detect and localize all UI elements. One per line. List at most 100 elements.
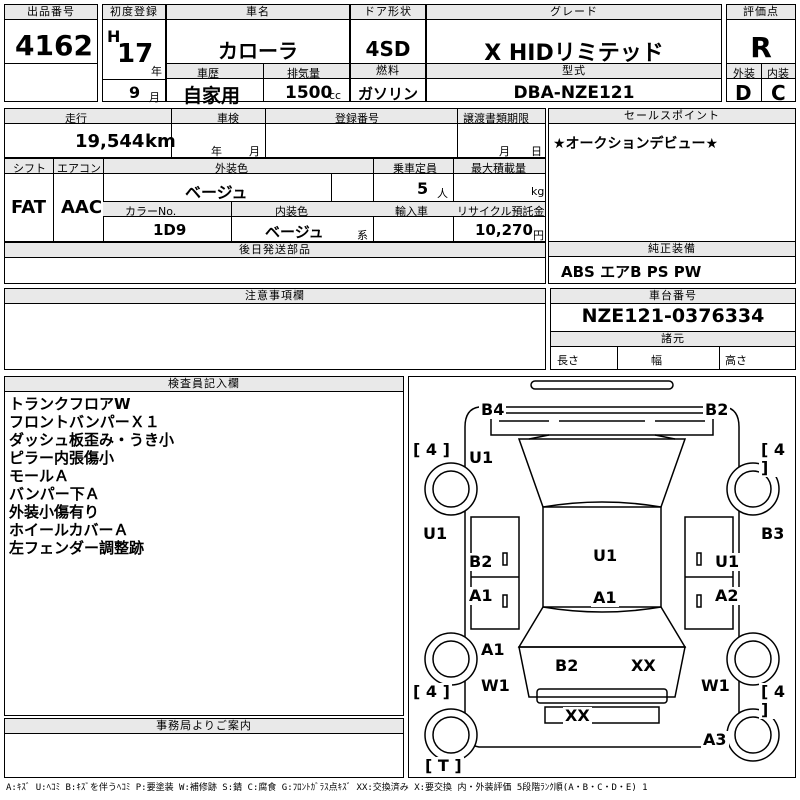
model-code: DBA-NZE121 [513,83,635,103]
parts-cell: 後日発送部品 [4,242,546,284]
damage-xx-bumper: XX [563,706,592,725]
remark-line: モールＡ [9,467,70,485]
int-color-label: 内装色 [275,205,308,218]
spare-tire-bracket: [ T ] [423,756,464,775]
front-bumper [536,688,668,704]
load-label: 最大積載量 [471,162,526,175]
remark-line: フロントバンパーＸ１ [9,413,160,431]
damage-u1-right: U1 [713,552,742,571]
damage-a1-roof: A1 [591,588,619,607]
left-doors [470,516,520,630]
mileage-label: 走行 [65,112,87,125]
fuel: ガソリン [357,85,418,103]
import-label: 輸入車 [395,205,428,218]
score-label: 評価点 [727,5,795,20]
capacity: 5 [417,179,429,198]
sales-point-label: セールスポイント [549,109,795,124]
ext-color: ベージュ [185,183,248,202]
remark-line: ホイールカバーＡ [9,521,129,539]
damage-a3: A3 [701,730,729,749]
row3-subheader [103,202,545,217]
first-registration-cell: 初度登録 H 17 年 9 月 [102,4,166,104]
width-label: 幅 [651,354,662,367]
row2-left: 走行 車検 登録番号 譲渡書類期限 19,544 km 年 月 月 日 [4,108,546,158]
capacity-label: 乗車定員 [393,162,437,175]
year-unit: 年 [151,65,162,78]
int-color-unit: 系 [357,229,368,242]
hood-panel [518,646,686,698]
car-outline-diagram [424,380,780,762]
mileage-unit: km [145,131,176,152]
remark-line: 外装小傷有り [9,503,100,521]
recycle-fee: 10,270 [475,221,533,239]
damage-a2: A2 [713,586,741,605]
car-name-label: 車名 [167,5,349,20]
sales-point: ★オークションデビュー★ [553,136,719,152]
door-handle [502,552,508,566]
damage-xx-trunk: XX [629,656,658,675]
load-unit: kg [531,185,545,198]
grade-label: グレード [427,5,721,20]
tire-rl-bracket: [ 4 ] [411,682,452,701]
reg-month: 9 [129,83,141,102]
remark-line: ダッシュ板歪み・うき小 [9,431,175,449]
inspector-cell: 検査員記入欄 トランクフロアW フロントバンパーＸ１ ダッシュ板歪み・うき小 ピ… [4,376,404,716]
model-label: 型式 [427,64,721,79]
transfer-label: 譲渡書類期限 [463,112,529,125]
displacement: 1500 [285,83,333,103]
score-cell: 評価点 R 外装 内装 D C [726,4,796,105]
capacity-unit: 人 [437,187,448,200]
car-name-cell: 車名 カローラ 車歴 排気量 自家用 1500 cc [166,4,350,107]
damage-b2-left: B2 [467,552,495,571]
color-no-label: カラーNo. [125,205,177,218]
lot-number-cell: 出品番号 4162 [4,4,98,102]
rear-window [517,438,687,508]
history-displacement-header [167,64,349,79]
parts-label: 後日発送部品 [5,243,545,258]
chassis-label: 車台番号 [551,289,795,304]
chassis-number: NZE121-0376334 [581,305,765,327]
inspection-year: 年 [211,145,222,158]
spec-label: 諸元 [551,332,795,347]
grade-cell: グレード X HIDリミテッド 型式 DBA-NZE121 [426,4,722,103]
recycle-unit: 円 [533,229,544,242]
tire-rr-bracket: [ 4 ] [759,683,795,719]
reg-year: 17 [117,39,154,69]
office-label: 事務局よりご案内 [5,719,403,734]
inspection-month: 月 [249,145,260,158]
color-no: 1D9 [153,221,187,239]
lot-number: 4162 [15,29,93,62]
remark-line: トランクフロアW [9,395,131,413]
door-handle [696,552,702,566]
remark-line: バンパー下Ａ [9,485,100,503]
height-label: 高さ [725,354,747,367]
ext-color-label: 外装色 [215,162,248,175]
door-handle [696,594,702,608]
office-cell: 事務局よりご案内 [4,718,404,778]
mileage: 19,544 [75,131,145,152]
fuel-label: 燃料 [351,64,425,79]
sales-point-cell: セールスポイント ★オークションデビュー★ 純正装備 ABS エアB PS PW [548,108,796,284]
front-grille [544,706,660,724]
interior-grade: C [771,81,786,105]
right-doors [684,516,734,630]
first-registration-label: 初度登録 [103,5,165,20]
grade: X HIDリミテッド [484,41,664,66]
row2-header [5,109,545,124]
damage-b3: B3 [759,524,787,543]
damage-u1-roof: U1 [591,546,620,565]
car-name: カローラ [218,39,298,63]
damage-w1-right: W1 [699,676,732,695]
damage-w1-left: W1 [479,676,512,695]
damage-diagram: [ 4 ] [ 4 ] [ 4 ] [ 4 ] [ T ] B4 B2 U1 U… [408,376,796,778]
door-type: 4SD [365,37,411,61]
door-cell: ドア形状 4SD 燃料 ガソリン [350,4,426,103]
tire-fl-bracket: [ 4 ] [411,440,452,459]
inspector-label: 検査員記入欄 [5,377,403,392]
reg-no-label: 登録番号 [335,112,379,125]
tire-fr-bracket: [ 4 ] [759,441,795,477]
history-label: 車歴 [197,67,219,80]
damage-u1-left-front: U1 [467,448,496,467]
ac-label: エアコン [57,162,101,175]
damage-b2-top: B2 [703,400,731,419]
